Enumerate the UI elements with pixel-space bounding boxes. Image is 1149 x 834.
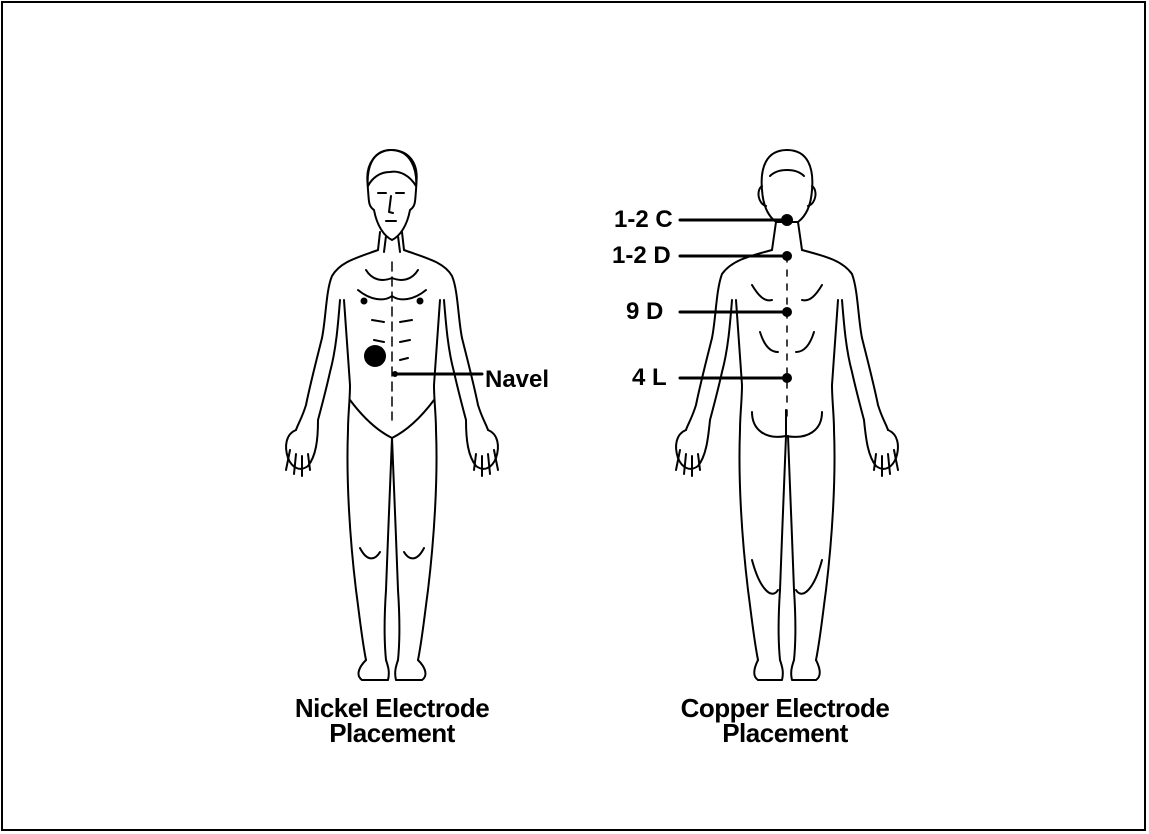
callout-label-1-2-d: 1-2 D — [612, 244, 671, 268]
callout-label-9-d: 9 D — [626, 300, 663, 324]
navel-point — [393, 372, 397, 376]
callout-label-4-l: 4 L — [632, 366, 667, 390]
front-body-outline — [286, 150, 498, 680]
callout-label-1-2-c: 1-2 C — [614, 208, 673, 232]
copper-caption: Copper Electrode Placement — [655, 696, 915, 746]
back-body-outline — [676, 150, 898, 680]
copper-callouts — [680, 215, 792, 382]
navel-label: Navel — [485, 368, 549, 392]
copper-caption-line2: Placement — [655, 721, 915, 746]
nickel-caption-line2: Placement — [262, 721, 522, 746]
nickel-electrode-dot — [364, 345, 386, 367]
nickel-caption: Nickel Electrode Placement — [262, 696, 522, 746]
